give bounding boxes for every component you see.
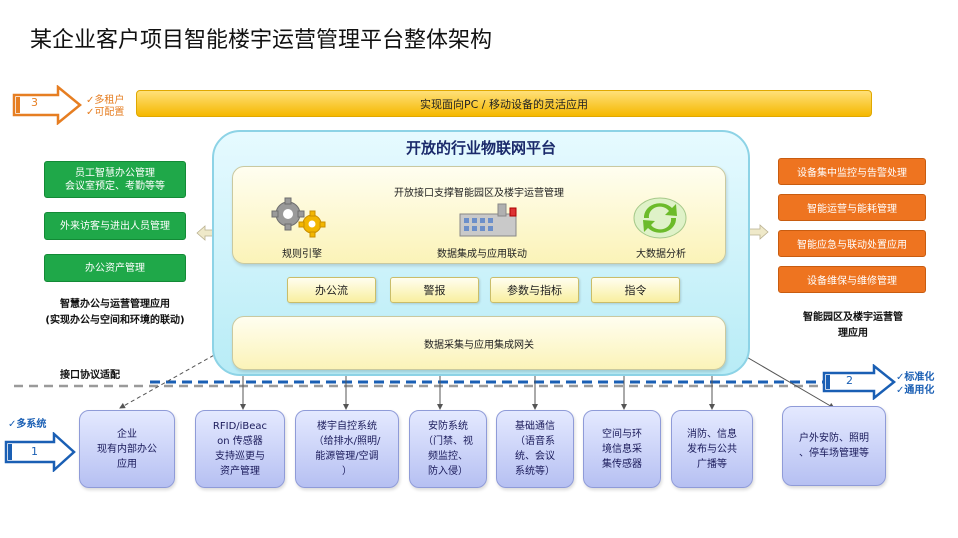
bottom-box-communication: 基础通信 （语音系 统、会议 系统等） bbox=[496, 410, 574, 488]
right-caption: 智能园区及楼宇运营管 理应用 bbox=[780, 310, 926, 342]
bottom-box-2-line-4: 资产管理 bbox=[220, 466, 260, 477]
left-caption-line-2: (实现办公与空间和环境的联动) bbox=[45, 315, 185, 326]
platform-title: 开放的行业物联网平台 bbox=[405, 139, 556, 157]
data-gateway-box: 数据采集与应用集成网关 bbox=[232, 316, 726, 370]
bottom-box-7-line-2: 发布与公共 bbox=[687, 443, 737, 455]
bottom-box-4-line-4: 防入侵） bbox=[428, 466, 468, 477]
icon-label-data-integration: 数据集成与应用联动 bbox=[437, 249, 527, 260]
platform-inner-title: 开放接口支撑智能园区及楼宇运营管理 bbox=[394, 188, 564, 199]
bottom-box-1-line-2: 现有内部办公 bbox=[97, 443, 157, 455]
bottom-box-7-line-3: 广播等 bbox=[697, 458, 727, 470]
left-box-visitors: 外来访客与进出人员管理 bbox=[44, 212, 186, 240]
bottom-box-1-line-1: 企业 bbox=[117, 428, 137, 440]
bottom-box-5-line-2: （语音系 bbox=[515, 436, 555, 447]
left-box-visitors-label: 外来访客与进出人员管理 bbox=[60, 220, 170, 232]
interface-protocol-label: 接口协议适配 bbox=[60, 370, 120, 381]
bottom-box-2-line-3: 支持巡更与 bbox=[215, 451, 265, 462]
middle-box-alarm: 警报 bbox=[390, 277, 479, 303]
bottom-box-5-line-3: 统、会议 bbox=[515, 451, 555, 462]
bottom-box-5-line-4: 系统等） bbox=[515, 466, 555, 477]
bottom-box-rfid: RFID/iBeac on 传感器 支持巡更与 资产管理 bbox=[195, 410, 285, 488]
arrow-2-note-2: ✓通用化 bbox=[896, 385, 935, 396]
left-box-office: 员工智慧办公管理 会议室预定、考勤等等 bbox=[44, 161, 186, 198]
arrow-1-note: ✓多系统 bbox=[8, 419, 47, 430]
arrow-3-note-1: ✓多租户 bbox=[86, 95, 125, 106]
bottom-box-1-line-3: 应用 bbox=[117, 458, 137, 470]
bottom-box-2-line-2: on 传感器 bbox=[217, 436, 263, 447]
arrow-1-icon bbox=[4, 432, 76, 472]
bottom-box-7-line-1: 消防、信息 bbox=[687, 428, 737, 440]
refresh-cycle-icon bbox=[633, 197, 687, 239]
middle-box-office-flow: 办公流 bbox=[287, 277, 376, 303]
right-box-monitoring: 设备集中监控与告警处理 bbox=[778, 158, 926, 185]
left-caption: 智慧办公与运营管理应用 (实现办公与空间和环境的联动) bbox=[30, 297, 200, 329]
icon-label-rule-engine: 规则引擎 bbox=[282, 249, 322, 260]
left-box-assets-label: 办公资产管理 bbox=[85, 262, 145, 274]
gears-icon bbox=[271, 197, 326, 238]
bottom-box-environment-sensors: 空间与环 境信息采 集传感器 bbox=[583, 410, 661, 488]
arrow-2-number: 2 bbox=[846, 374, 853, 387]
bottom-box-5-line-1: 基础通信 bbox=[515, 421, 555, 432]
bottom-box-enterprise-apps: 企业 现有内部办公 应用 bbox=[79, 410, 175, 488]
bottom-box-8-line-2: 、停车场管理等 bbox=[799, 448, 869, 459]
bottom-box-fire-broadcast: 消防、信息 发布与公共 广播等 bbox=[671, 410, 753, 488]
bottom-box-4-line-3: 频监控、 bbox=[428, 451, 468, 462]
right-caption-line-1: 智能园区及楼宇运营管 bbox=[803, 312, 903, 323]
bottom-box-3-line-1: 楼宇自控系统 bbox=[317, 421, 377, 432]
bottom-box-2-line-1: RFID/iBeac bbox=[212, 421, 268, 432]
bottom-box-outdoor: 户外安防、照明 、停车场管理等 bbox=[782, 406, 886, 486]
arrow-3-number: 3 bbox=[31, 96, 38, 109]
right-caption-line-2: 理应用 bbox=[838, 328, 868, 339]
left-box-office-line-2: 会议室预定、考勤等等 bbox=[65, 180, 165, 192]
left-box-assets: 办公资产管理 bbox=[44, 254, 186, 282]
bottom-box-3-line-3: 能源管理/空调 bbox=[315, 451, 379, 462]
bottom-box-security: 安防系统 （门禁、视 频监控、 防入侵） bbox=[409, 410, 487, 488]
left-box-office-line-1: 员工智慧办公管理 bbox=[75, 167, 155, 179]
middle-box-parameters: 参数与指标 bbox=[490, 277, 579, 303]
arrow-2-icon bbox=[822, 364, 897, 400]
bottom-box-4-line-2: （门禁、视 bbox=[423, 436, 473, 447]
bottom-box-4-line-1: 安防系统 bbox=[428, 421, 468, 432]
top-bar: 实现面向PC / 移动设备的灵活应用 bbox=[136, 90, 872, 117]
arrow-2-note-1: ✓标准化 bbox=[896, 372, 935, 383]
right-box-maintenance: 设备维保与维修管理 bbox=[778, 266, 926, 293]
bottom-box-3-line-2: （给排水/照明/ bbox=[313, 436, 381, 447]
middle-box-command: 指令 bbox=[591, 277, 680, 303]
arrow-1-number: 1 bbox=[31, 445, 38, 458]
bottom-box-3-line-4: ） bbox=[342, 466, 352, 477]
right-box-emergency: 智能应急与联动处置应用 bbox=[778, 230, 926, 257]
bottom-box-6-line-3: 集传感器 bbox=[602, 458, 642, 470]
bottom-box-6-line-1: 空间与环 bbox=[602, 428, 642, 440]
icon-label-big-data: 大数据分析 bbox=[636, 249, 686, 260]
bottom-box-8-line-1: 户外安防、照明 bbox=[799, 433, 869, 444]
right-box-energy: 智能运营与能耗管理 bbox=[778, 194, 926, 221]
bottom-box-6-line-2: 境信息采 bbox=[602, 443, 642, 455]
page-title: 某企业客户项目智能楼宇运营管理平台整体架构 bbox=[30, 28, 493, 53]
arrow-3-note-2: ✓可配置 bbox=[86, 107, 125, 118]
arrow-3-icon bbox=[12, 85, 82, 125]
bottom-box-building-automation: 楼宇自控系统 （给排水/照明/ 能源管理/空调 ） bbox=[295, 410, 399, 488]
left-caption-line-1: 智慧办公与运营管理应用 bbox=[60, 299, 170, 310]
factory-icon bbox=[459, 203, 517, 237]
